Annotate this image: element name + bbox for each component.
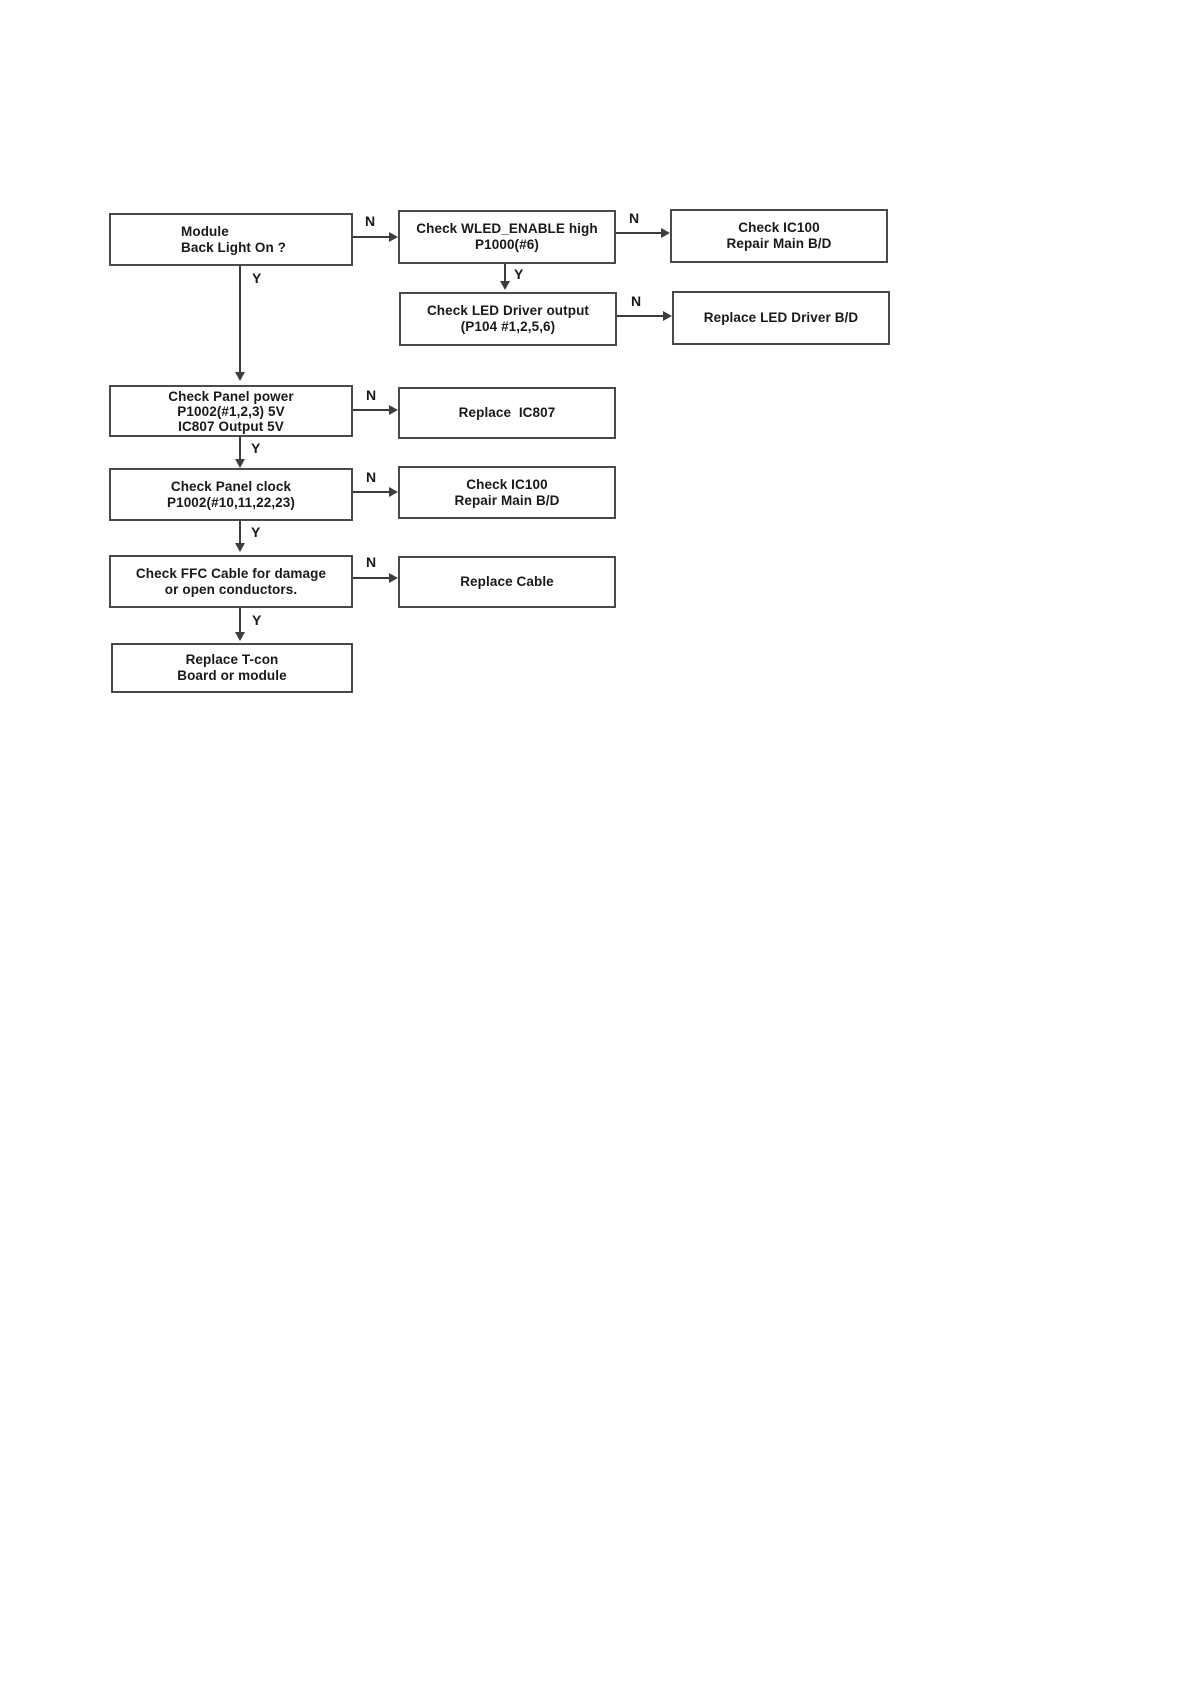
node-line: Check Panel power	[168, 388, 294, 404]
edge-label-n: N	[629, 210, 640, 226]
edge-label-y: Y	[251, 440, 261, 456]
edge-label-y: Y	[252, 270, 262, 286]
node-text: Module Back Light On ?	[111, 224, 286, 256]
arrow-panelclock-to-ic100	[353, 487, 398, 497]
node-line: P1002(#1,2,3) 5V	[177, 403, 285, 419]
node-line: Replace LED Driver B/D	[703, 310, 859, 325]
node-text: Replace LED Driver B/D	[704, 310, 859, 326]
arrow-wled-to-ic100	[616, 228, 670, 238]
node-line: or open conductors.	[164, 581, 298, 597]
node-text: Check Panel clock P1002(#10,11,22,23)	[167, 479, 295, 511]
edge-label-n: N	[366, 554, 377, 570]
node-line: Check WLED_ENABLE high	[416, 221, 598, 236]
node-line: Repair Main B/D	[726, 236, 832, 251]
node-line: Board or module	[177, 668, 287, 683]
node-check-led-driver-output: Check LED Driver output (P104 #1,2,5,6)	[399, 292, 617, 346]
node-line: Repair Main B/D	[454, 492, 560, 508]
arrow-ffc-to-replacecable	[353, 573, 398, 583]
node-text: Check IC100 Repair Main B/D	[454, 477, 559, 509]
arrow-ffc-to-tcon	[235, 608, 245, 641]
node-line: Replace Cable	[460, 574, 554, 589]
edge-label-y: Y	[514, 266, 524, 282]
node-check-ic100-repair-main-bd-mid: Check IC100 Repair Main B/D	[398, 466, 616, 519]
node-line: Check IC100	[738, 220, 820, 235]
node-replace-cable: Replace Cable	[398, 556, 616, 608]
node-line: P1000(#6)	[475, 237, 539, 252]
arrow-module-to-wled	[353, 232, 398, 242]
edge-label-n: N	[365, 213, 376, 229]
edge-label-y: Y	[251, 524, 261, 540]
arrow-panelclock-to-ffc	[235, 521, 245, 552]
node-line: Replace T-con	[185, 652, 279, 667]
node-text: Replace Cable	[460, 574, 554, 590]
node-line: Check LED Driver output	[426, 303, 590, 318]
node-line: IC807 Output 5V	[178, 418, 284, 434]
arrow-leddriver-to-replace	[617, 311, 672, 321]
node-line: Check FFC Cable for damage	[135, 565, 327, 581]
node-text: Replace T-con Board or module	[177, 652, 287, 684]
node-replace-led-driver-bd: Replace LED Driver B/D	[672, 291, 890, 345]
node-text: Check WLED_ENABLE high P1000(#6)	[416, 221, 597, 253]
edge-label-y: Y	[252, 612, 262, 628]
node-check-panel-clock: Check Panel clock P1002(#10,11,22,23)	[109, 468, 353, 521]
node-check-wled-enable: Check WLED_ENABLE high P1000(#6)	[398, 210, 616, 264]
node-text: Check IC100 Repair Main B/D	[726, 220, 831, 252]
node-text: Check LED Driver output (P104 #1,2,5,6)	[427, 303, 589, 335]
node-text: Check FFC Cable for damage or open condu…	[136, 566, 326, 598]
node-text: Check Panel power P1002(#1,2,3) 5V IC807…	[168, 389, 294, 434]
node-line: Check Panel clock	[170, 478, 292, 494]
edge-label-n: N	[366, 469, 377, 485]
node-line: (P104 #1,2,5,6)	[460, 319, 556, 334]
node-line: P1002(#10,11,22,23)	[166, 494, 295, 510]
edge-label-n: N	[366, 387, 377, 403]
arrow-module-to-panelpower	[235, 266, 245, 381]
node-line: Back Light On ?	[181, 239, 287, 255]
node-text: Replace IC807	[459, 405, 556, 421]
node-check-panel-power: Check Panel power P1002(#1,2,3) 5V IC807…	[109, 385, 353, 437]
node-replace-tcon: Replace T-con Board or module	[111, 643, 353, 693]
node-check-ffc-cable: Check FFC Cable for damage or open condu…	[109, 555, 353, 608]
edge-label-n: N	[631, 293, 642, 309]
backlight-troubleshooting-flowchart: Module Back Light On ? Check WLED_ENABLE…	[0, 0, 1192, 760]
node-line: Check IC100	[466, 476, 548, 492]
node-line: Replace IC807	[458, 405, 556, 420]
arrow-panelpower-to-panelclock	[235, 437, 245, 468]
arrow-wled-to-leddriver	[500, 264, 510, 290]
node-module-backlight: Module Back Light On ?	[109, 213, 353, 266]
arrow-panelpower-to-ic807	[353, 405, 398, 415]
node-replace-ic807: Replace IC807	[398, 387, 616, 439]
node-check-ic100-repair-main-bd-top: Check IC100 Repair Main B/D	[670, 209, 888, 263]
node-line: Module	[181, 223, 229, 239]
